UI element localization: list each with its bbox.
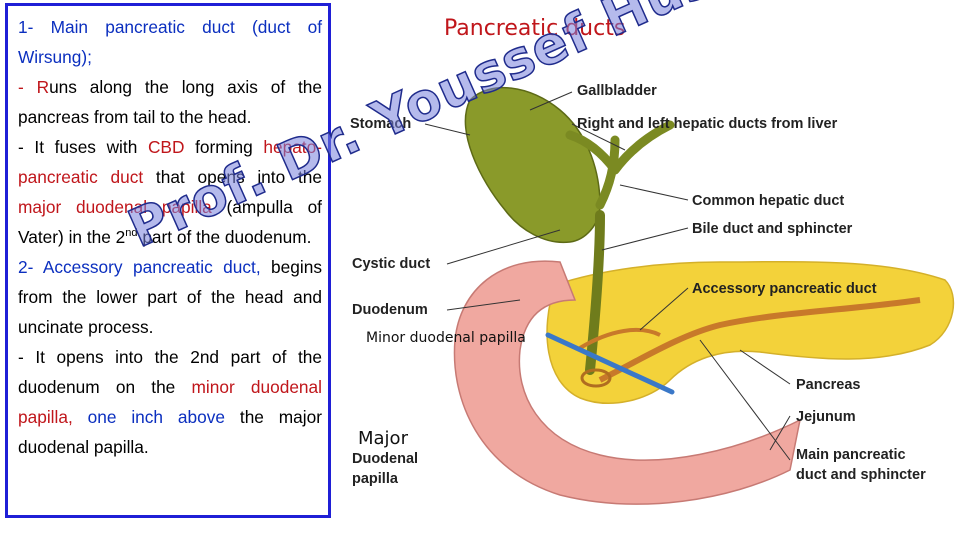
- label-jejunum: Jejunum: [796, 409, 856, 425]
- p3-red1: hepato-pancreatic duct: [18, 137, 322, 187]
- gallbladder-shape: [464, 87, 601, 244]
- p3-text4: (ampulla of Vater) in the 2: [18, 197, 322, 247]
- leader-lines: [424, 91, 791, 461]
- runs-paragraph: - Runs along the long axis of the pancre…: [18, 72, 322, 132]
- duodenum-shape: [453, 260, 802, 505]
- p5-red: minor duodenal papilla,: [18, 377, 322, 427]
- probe-rod: [545, 332, 675, 395]
- pancreas-shape: [546, 260, 955, 404]
- major-papilla-sphincter: [580, 368, 612, 388]
- label-duodenum: Duodenum: [352, 302, 428, 318]
- p3-text1: - It fuses with: [18, 137, 148, 157]
- label-gallbladder: Gallbladder: [577, 83, 657, 99]
- text-panel: 1- Main pancreatic duct (duct of Wirsung…: [5, 3, 331, 518]
- label-common-hepatic: Common hepatic duct: [692, 193, 845, 209]
- label-bile-duct: Bile duct and sphincter: [692, 221, 853, 237]
- label-duodenal: Duodenal: [352, 451, 419, 467]
- main-duct-heading: Main pancreatic duct (duct of Wirsung);: [18, 17, 323, 67]
- label-pancreas: Pancreas: [796, 377, 861, 393]
- p4-text: begins from the lower part of the head a…: [18, 257, 322, 337]
- common-hepatic-duct: [565, 120, 675, 210]
- p5-text1: - It opens into the 2nd part of the duod…: [18, 347, 322, 397]
- bile-duct: [585, 210, 605, 375]
- fuses-paragraph: - It fuses with CBD forming hepato-pancr…: [18, 132, 322, 252]
- opens-paragraph: - It opens into the 2nd part of the duod…: [18, 342, 322, 462]
- p5-text2: the major duodenal papilla.: [18, 407, 322, 457]
- label-main-duct-1: Main pancreatic: [796, 447, 906, 463]
- accessory-paragraph: 2- Accessory pancreatic duct, begins fro…: [18, 252, 322, 342]
- p2-dash: -: [18, 77, 37, 97]
- label-main-duct-2: duct and sphincter: [796, 467, 926, 483]
- label-major: Major: [358, 428, 408, 449]
- label-minor-papilla: Minor duodenal papilla: [366, 330, 526, 346]
- p3-text2: forming: [184, 137, 264, 157]
- accessory-heading: 2- Accessory pancreatic duct,: [18, 257, 261, 277]
- p3-sup: nd: [125, 227, 138, 240]
- label-accessory-duct: Accessory pancreatic duct: [692, 281, 877, 297]
- p1-prefix: 1-: [18, 17, 51, 37]
- p3-red2: major duodenal papilla: [18, 197, 212, 217]
- main-duct-paragraph: 1- Main pancreatic duct (duct of Wirsung…: [18, 12, 322, 72]
- accessory-duct: [578, 327, 661, 350]
- p3-text3: that opens into the: [143, 167, 322, 187]
- p3-text5: part of the duodenum.: [137, 227, 312, 247]
- slide-title: Pancreatic ducts: [444, 16, 626, 41]
- p2-text: uns along the long axis of the pancreas …: [18, 77, 322, 127]
- label-papilla: papilla: [352, 471, 398, 487]
- label-hepatic-ducts: Right and left hepatic ducts from liver: [577, 116, 838, 132]
- main-pancreatic-duct: [598, 297, 921, 383]
- p2-r: R: [36, 77, 50, 97]
- p3-cbd: CBD: [147, 137, 185, 157]
- label-stomach: Stomach: [350, 116, 412, 132]
- p5-blue: one inch above: [72, 407, 226, 427]
- label-cystic-duct: Cystic duct: [352, 256, 431, 272]
